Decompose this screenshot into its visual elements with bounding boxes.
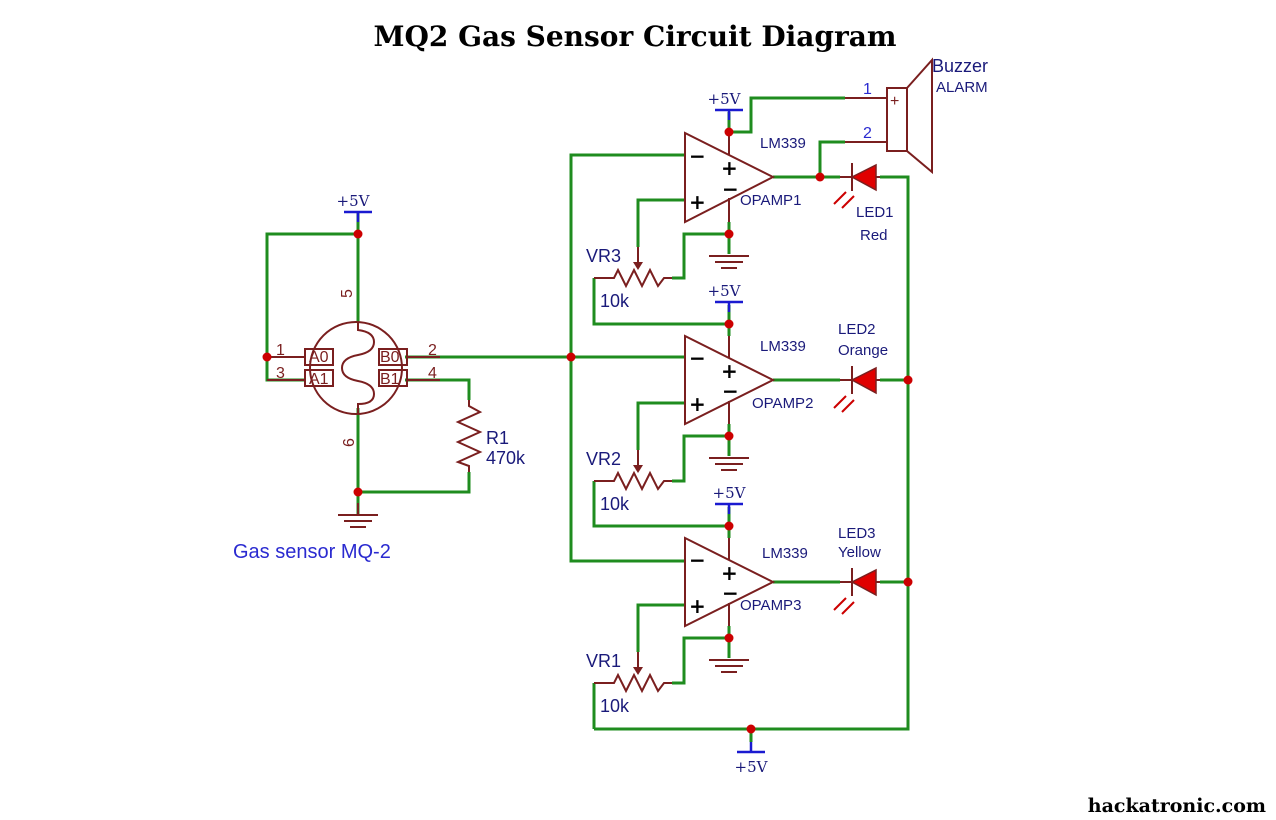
vr2-name: VR2 [586,449,621,469]
resistor-r1: R1 470k [455,400,526,472]
ground-opamp1-icon [709,255,749,269]
ground-symbols [338,255,749,673]
opamp3-name: OPAMP3 [740,597,801,614]
buzzer-sub: ALARM [936,79,988,96]
buzzer: + 1 2 Buzzer ALARM [845,56,988,175]
svg-text:−: − [689,346,706,370]
opamp-1: − + + − LM339 OPAMP1 [684,131,806,224]
led-3: LED3 Yellow [833,525,881,615]
svg-text:+: + [689,594,706,618]
power-symbols: +5V +5V +5V +5V +5V [337,90,769,776]
pad-b1: B1 [380,371,400,388]
opamp1-chip: LM339 [760,135,806,152]
svg-text:−: − [689,548,706,572]
r1-value: 470k [486,448,526,468]
led-2: LED2 Orange [833,321,888,413]
svg-text:+: + [689,190,706,214]
vcc-opamp3: +5V [713,484,747,514]
pin-4: 4 [428,365,437,382]
svg-text:−: − [722,379,739,403]
pad-b0: B0 [380,349,400,366]
led-1: LED1 Red [833,163,894,244]
junction-dots [262,127,913,734]
svg-text:+5V: +5V [735,758,769,776]
vcc-opamp1: +5V [708,90,743,120]
buzzer-name: Buzzer [932,56,988,76]
svg-text:+: + [689,392,706,416]
pot-vr2: VR2 10k [586,449,672,514]
pad-a0: A0 [309,349,329,366]
pin-2: 2 [428,342,437,359]
gas-sensor-mq2: A0 A1 B0 B1 1 3 2 4 5 6 Gas sensor MQ-2 [233,289,440,563]
vcc-opamp2: +5V [708,282,743,312]
ground-opamp3-icon [709,659,749,673]
svg-text:−: − [689,144,706,168]
svg-text:+: + [721,359,738,383]
led1-color: Red [860,227,888,244]
svg-text:+5V: +5V [708,282,742,300]
opamp2-name: OPAMP2 [752,395,813,412]
vcc-bottom: +5V [735,742,769,776]
led2-color: Orange [838,342,888,359]
ground-opamp2-icon [709,457,749,471]
svg-text:−: − [722,177,739,201]
buzzer-plus: + [890,93,899,110]
ground-sensor-icon [338,503,378,528]
pin-3: 3 [276,365,285,382]
buzzer-pin2: 2 [863,125,872,142]
led1-name: LED1 [856,204,894,221]
r1-name: R1 [486,428,509,448]
sensor-label: Gas sensor MQ-2 [233,541,391,563]
vr1-name: VR1 [586,651,621,671]
led3-color: Yellow [838,544,881,561]
opamp2-chip: LM339 [760,338,806,355]
vr3-name: VR3 [586,246,621,266]
heater-coil-icon [340,322,376,414]
opamp-2: − + + − LM339 OPAMP2 [684,334,813,426]
svg-text:+5V: +5V [713,484,747,502]
led3-name: LED3 [838,525,876,542]
svg-text:+5V: +5V [708,90,742,108]
svg-text:+5V: +5V [337,192,371,210]
opamp3-chip: LM339 [762,545,808,562]
vr1-value: 10k [600,696,630,716]
led2-name: LED2 [838,321,876,338]
pad-a1: A1 [309,371,329,388]
svg-text:+: + [721,561,738,585]
svg-text:−: − [722,581,739,605]
pot-vr1: VR1 10k [586,651,672,716]
vr3-value: 10k [600,291,630,311]
opamp-3: − + + − LM339 OPAMP3 [684,536,808,628]
diagram-title: MQ2 Gas Sensor Circuit Diagram [373,20,896,53]
pin-6: 6 [341,438,358,447]
buzzer-pin1: 1 [863,81,872,98]
credit-text: hackatronic.com [1088,795,1266,817]
vcc-sensor: +5V [337,192,372,222]
svg-text:+: + [721,156,738,180]
pot-vr3: VR3 10k [586,246,672,311]
pin-1: 1 [276,342,285,359]
pin-5: 5 [339,289,356,298]
opamp1-name: OPAMP1 [740,192,801,209]
vr2-value: 10k [600,494,630,514]
